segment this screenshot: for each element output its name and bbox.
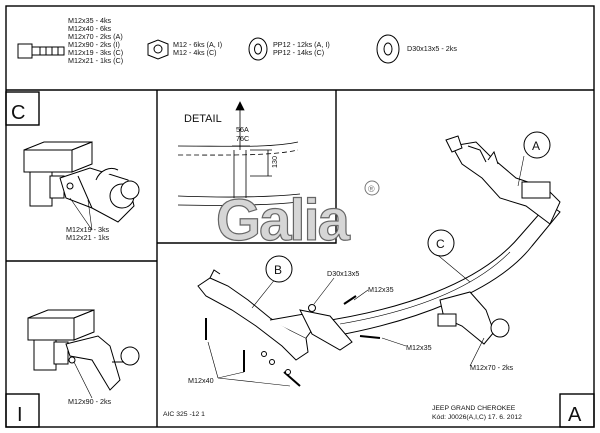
callout-c: C xyxy=(427,229,455,257)
panel-c-letter: C xyxy=(11,102,25,124)
panel-c-bolt-2: M12x21 - 1ks xyxy=(66,233,110,242)
detail-box xyxy=(157,90,337,244)
label-spacer: D30x13x5 xyxy=(327,269,359,278)
spacer-spec: D30x13x5 - 2ks xyxy=(407,44,457,53)
towbar-main-drawing xyxy=(197,135,561,387)
nut-spec-1: M12 - 6ks (A, I) xyxy=(173,40,222,49)
callout-b: B xyxy=(265,255,293,283)
outer-frame xyxy=(5,5,595,428)
detail-title: DETAIL xyxy=(184,113,222,125)
bolt-spec-6: M12x21 - 1ks (C) xyxy=(68,56,123,65)
panel-c-leaders xyxy=(69,197,93,231)
bolt-spec-1: M12x35 - 4ks xyxy=(68,16,112,25)
vehicle-name: JEEP GRAND CHEROKEE xyxy=(432,405,516,412)
bolt-spec-4: M12x90 - 2ks (I) xyxy=(68,40,120,49)
panel-a-tag xyxy=(559,393,595,428)
detail-drawing xyxy=(177,101,301,206)
bolt-spec-3: M12x70 - 2ks (A) xyxy=(68,32,123,41)
panel-i-drawing xyxy=(27,309,140,391)
detail-dim-height: 130 xyxy=(270,156,279,168)
galia-logo: Galia ® xyxy=(215,180,380,254)
callout-c-letter: C xyxy=(436,237,445,251)
washer-icon xyxy=(248,37,268,61)
panel-c-tag xyxy=(5,91,40,126)
drawing-frames xyxy=(5,5,595,428)
detail-dim-a: 56A xyxy=(236,125,249,134)
label-bolt-top: M12x35 xyxy=(368,285,394,294)
bolt-spec-5: M12x19 - 3ks (C) xyxy=(68,48,123,57)
panel-c-drawing xyxy=(23,141,140,223)
callout-b-letter: B xyxy=(274,263,282,277)
logo-text: Galia xyxy=(216,188,351,253)
panel-i-tag xyxy=(5,393,40,428)
detail-dim-c: 76C xyxy=(236,134,249,143)
washer-spec-1: PP12 - 12ks (A, I) xyxy=(273,40,330,49)
drawing-code: AIC 325 -12 1 xyxy=(163,411,205,418)
label-bolt-low: M12x40 xyxy=(188,376,214,385)
nut-icon xyxy=(147,39,169,60)
washer-spec-2: PP12 - 14ks (C) xyxy=(273,48,324,57)
callout-a-letter: A xyxy=(532,139,540,153)
spacer-icon xyxy=(376,34,400,64)
callout-a: A xyxy=(523,131,551,159)
main-leaders xyxy=(207,155,525,387)
panel-c-bolt-1: M12x19 - 3ks xyxy=(66,225,110,234)
label-bolt-mid: M12x35 xyxy=(406,343,432,352)
label-bolt-rear: M12x70 - 2ks xyxy=(470,363,514,372)
panel-i-letter: I xyxy=(17,404,23,426)
drawing-kod: Kód: J0026(A,I,C) 17. 6. 2012 xyxy=(432,414,522,421)
registered-mark: ® xyxy=(368,184,375,194)
registered-mark-circle xyxy=(364,180,380,196)
panel-a-letter: A xyxy=(568,404,582,426)
panel-i-bolt: M12x90 - 2ks xyxy=(68,397,112,406)
panel-i-leader xyxy=(73,361,93,399)
bolt-spec-2: M12x40 - 6ks xyxy=(68,24,112,33)
bolt-icon xyxy=(17,43,65,59)
nut-spec-2: M12 - 4ks (C) xyxy=(173,48,217,57)
